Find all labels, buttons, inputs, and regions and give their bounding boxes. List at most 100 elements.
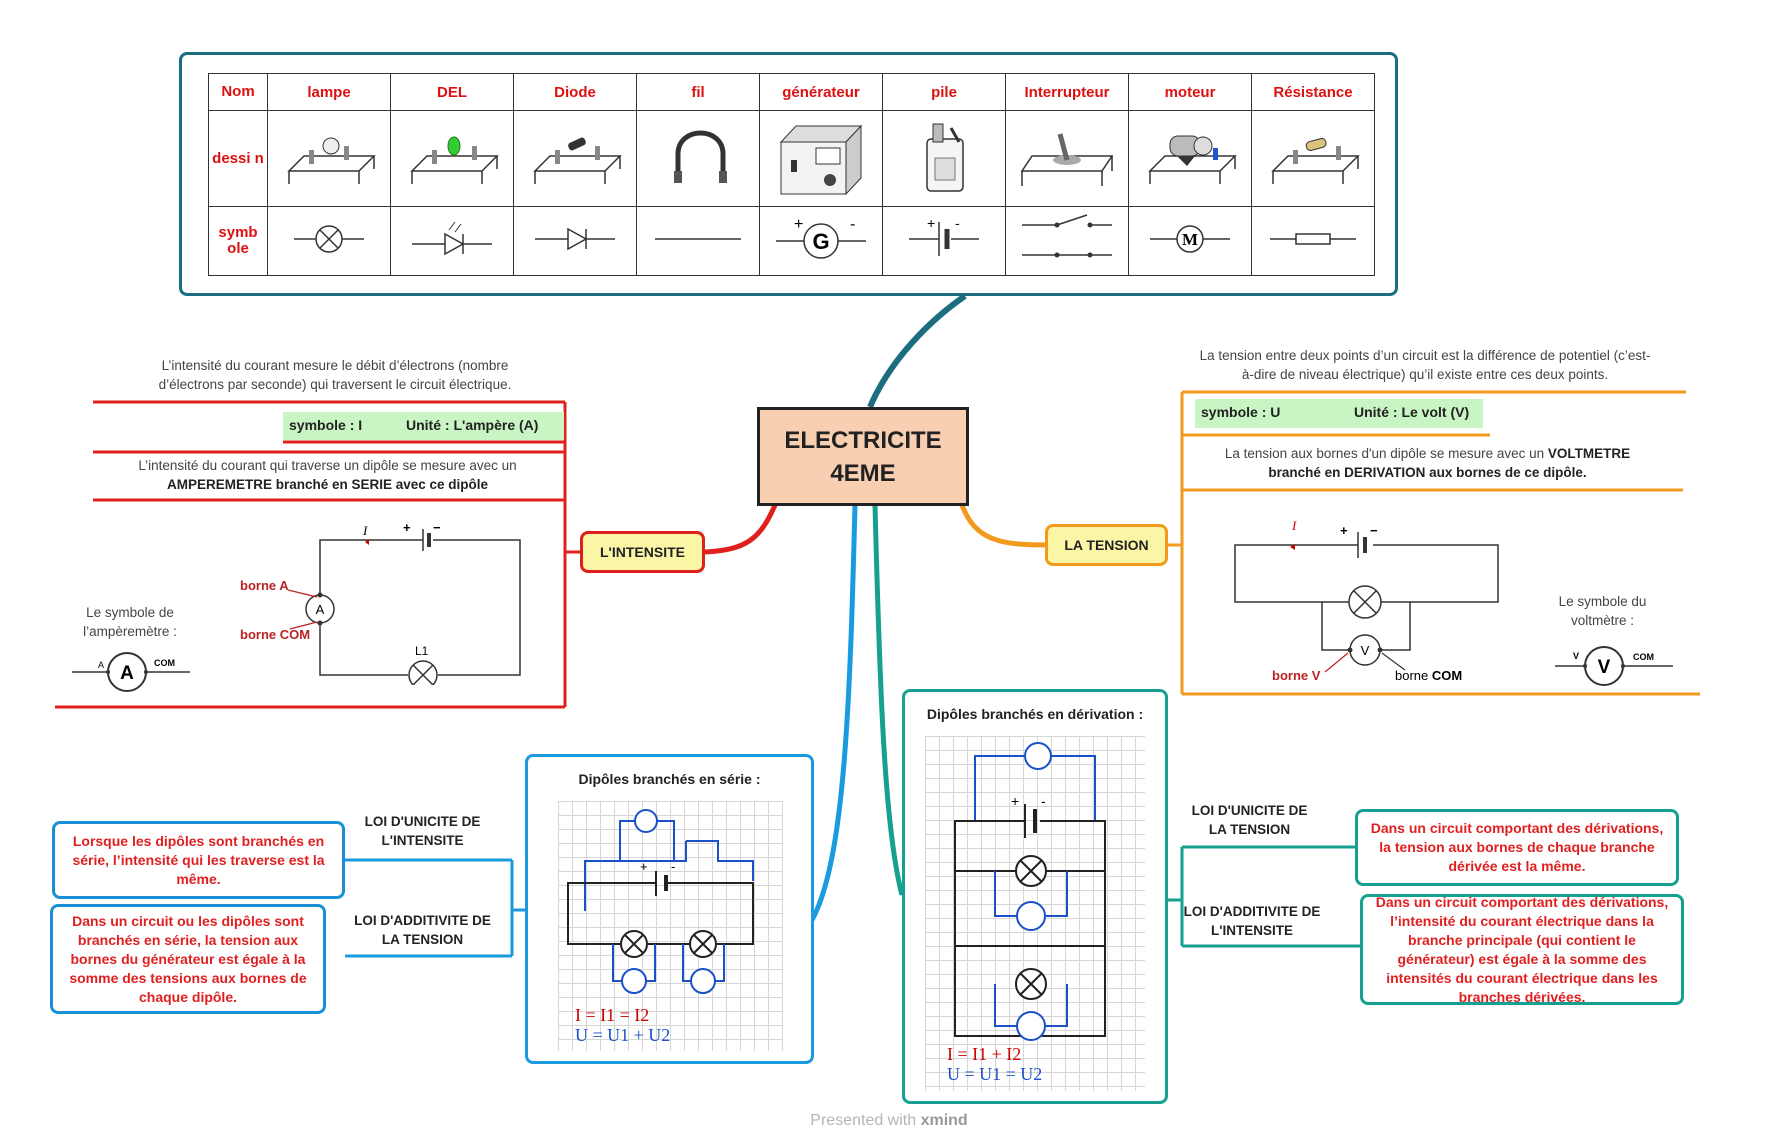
derivation-title: Dipôles branchés en dérivation :	[926, 706, 1144, 722]
svg-text:+: +	[927, 215, 935, 231]
serie-law2-box[interactable]: Dans un circuit ou les dipôles sont bran…	[50, 904, 326, 1014]
resistor-drawing	[1251, 110, 1375, 207]
svg-text:−: −	[433, 520, 441, 535]
intensite-symbol-unit-bar: symbole : I Unité : L'ampère (A)	[283, 412, 564, 440]
derivation-law2-label: LOI D'ADDITIVITE DE L'INTENSITE	[1183, 904, 1321, 938]
ammeter-circuit-diagram: + − I A L1 borne A borne COM	[240, 520, 521, 685]
components-table: Nom lampe DEL Diode fil générateur pile …	[208, 73, 1375, 276]
ammeter-symbol-note: Le symbole de l’ampèremètre :	[83, 605, 177, 639]
lamp-drawing	[267, 110, 391, 207]
svg-text:-: -	[671, 859, 675, 874]
tension-symbol-unit-bar: symbole : U Unité : Le volt (V)	[1195, 399, 1483, 428]
col-moteur: moteur	[1128, 73, 1252, 111]
motor-letter: M	[1182, 230, 1198, 249]
borne-v-label: borne V	[1272, 668, 1321, 683]
svg-text:+: +	[1340, 523, 1348, 538]
presented-with-footer: Presented with xmind	[810, 1112, 968, 1129]
derivation-law1-box[interactable]: Dans un circuit comportant des dérivatio…	[1355, 809, 1679, 886]
serie-formula-intensity: I = I1 = I2	[575, 1005, 649, 1025]
motor-symbol-icon: M	[1128, 206, 1252, 276]
serie-law1-box[interactable]: Lorsque les dipôles sont branchés en sér…	[52, 821, 345, 899]
wire-drawing	[636, 110, 760, 207]
derivation-formula-intensity: I = I1 + I2	[947, 1044, 1021, 1064]
led-symbol-icon	[390, 206, 514, 276]
borne-a-label: borne A	[240, 578, 289, 593]
col-diode: Diode	[513, 73, 637, 111]
row-label-nom: Nom	[208, 73, 268, 111]
row-label-dessin: dessi n	[208, 110, 268, 207]
intensite-measure-text: L’intensité du courant qui traverse un d…	[138, 458, 517, 492]
serie-law1-label: LOI D'UNICITE DE L'INTENSITE	[364, 814, 481, 848]
topic-tension[interactable]: LA TENSION	[1045, 524, 1168, 566]
central-topic-line2: 4EME	[830, 459, 896, 487]
svg-text:-: -	[955, 215, 960, 231]
svg-text:V: V	[1361, 643, 1370, 658]
col-generateur: générateur	[759, 73, 883, 111]
intensite-unite: Unité : L'ampère (A)	[406, 417, 539, 433]
components-table-panel: Nom lampe DEL Diode fil générateur pile …	[179, 52, 1398, 296]
svg-text:+: +	[640, 859, 648, 874]
tension-unite: Unité : Le volt (V)	[1354, 404, 1470, 420]
col-del: DEL	[390, 73, 514, 111]
borne-com-v-label: borne COM	[1395, 668, 1462, 683]
lamp-symbol-icon	[267, 206, 391, 276]
derivation-law1-label: LOI D'UNICITE DE LA TENSION	[1191, 803, 1308, 837]
switch-drawing	[1005, 110, 1129, 207]
serie-grid	[558, 801, 783, 1051]
serie-formula-tension: U = U1 + U2	[575, 1025, 670, 1045]
serie-title: Dipôles branchés en série :	[578, 771, 761, 787]
svg-text:-: -	[1041, 793, 1046, 809]
derivation-formula-tension: U = U1 = U2	[947, 1064, 1042, 1084]
resistor-symbol-icon	[1251, 206, 1375, 276]
svg-text:I: I	[1291, 518, 1297, 533]
tension-definition: La tension entre deux points d’un circui…	[1199, 348, 1651, 382]
voltmeter-symbol-icon: V V COM	[1555, 646, 1673, 686]
led-drawing	[390, 110, 514, 207]
svg-text:V: V	[1598, 657, 1611, 678]
tension-measure-text: La tension aux bornes d'un dipôle se mes…	[1224, 446, 1631, 480]
derivation-circuit-diagram: + - I = I1 + I2 U = U1 = U2	[947, 742, 1106, 1084]
svg-text:+: +	[1011, 793, 1019, 809]
generator-drawing	[759, 110, 883, 207]
intensite-symbole: symbole : I	[289, 417, 363, 433]
wire-symbol-icon	[636, 206, 760, 276]
col-resistance: Résistance	[1251, 73, 1375, 111]
battery-symbol-icon: +-	[882, 206, 1006, 276]
diode-drawing	[513, 110, 637, 207]
serie-circuit-box[interactable]: Dipôles branchés en série :	[525, 754, 814, 1064]
col-fil: fil	[636, 73, 760, 111]
diode-symbol-icon	[513, 206, 637, 276]
col-pile: pile	[882, 73, 1006, 111]
serie-law2-label: LOI D'ADDITIVITE DE LA TENSION	[354, 913, 491, 947]
svg-text:COM: COM	[1633, 652, 1654, 662]
central-topic-line1: ELECTRICITE	[784, 426, 942, 454]
generator-letter: G	[812, 229, 829, 254]
svg-text:+: +	[794, 216, 803, 233]
central-topic[interactable]: ELECTRICITE 4EME	[757, 407, 969, 506]
svg-text:V: V	[1573, 651, 1579, 661]
ammeter-symbol-icon: A A COM	[72, 652, 190, 692]
svg-text:A: A	[98, 660, 104, 670]
svg-text:I: I	[362, 523, 368, 538]
svg-text:A: A	[316, 602, 325, 617]
derivation-law2-box[interactable]: Dans un circuit comportant des dérivatio…	[1360, 894, 1684, 1005]
svg-text:L1: L1	[415, 644, 429, 658]
col-lampe: lampe	[267, 73, 391, 111]
motor-drawing	[1128, 110, 1252, 207]
borne-com-label: borne COM	[240, 627, 310, 642]
svg-text:A: A	[120, 663, 134, 684]
svg-text:+: +	[403, 520, 411, 535]
intensite-definition: L’intensité du courant mesure le débit d…	[158, 358, 512, 392]
battery-drawing	[882, 110, 1006, 207]
tension-symbole: symbole : U	[1201, 404, 1281, 420]
switch-symbol-icon	[1005, 206, 1129, 276]
topic-intensite[interactable]: L'INTENSITE	[580, 531, 705, 573]
col-interrupteur: Interrupteur	[1005, 73, 1129, 111]
generator-symbol-icon: G+-	[759, 206, 883, 276]
derivation-circuit-box[interactable]: Dipôles branchés en dérivation : +	[902, 689, 1168, 1104]
row-label-symbole: symb ole	[208, 206, 268, 276]
svg-text:COM: COM	[154, 658, 175, 668]
svg-text:−: −	[1370, 523, 1378, 538]
voltmeter-circuit-diagram: + − I V borne V borne COM	[1234, 518, 1499, 683]
